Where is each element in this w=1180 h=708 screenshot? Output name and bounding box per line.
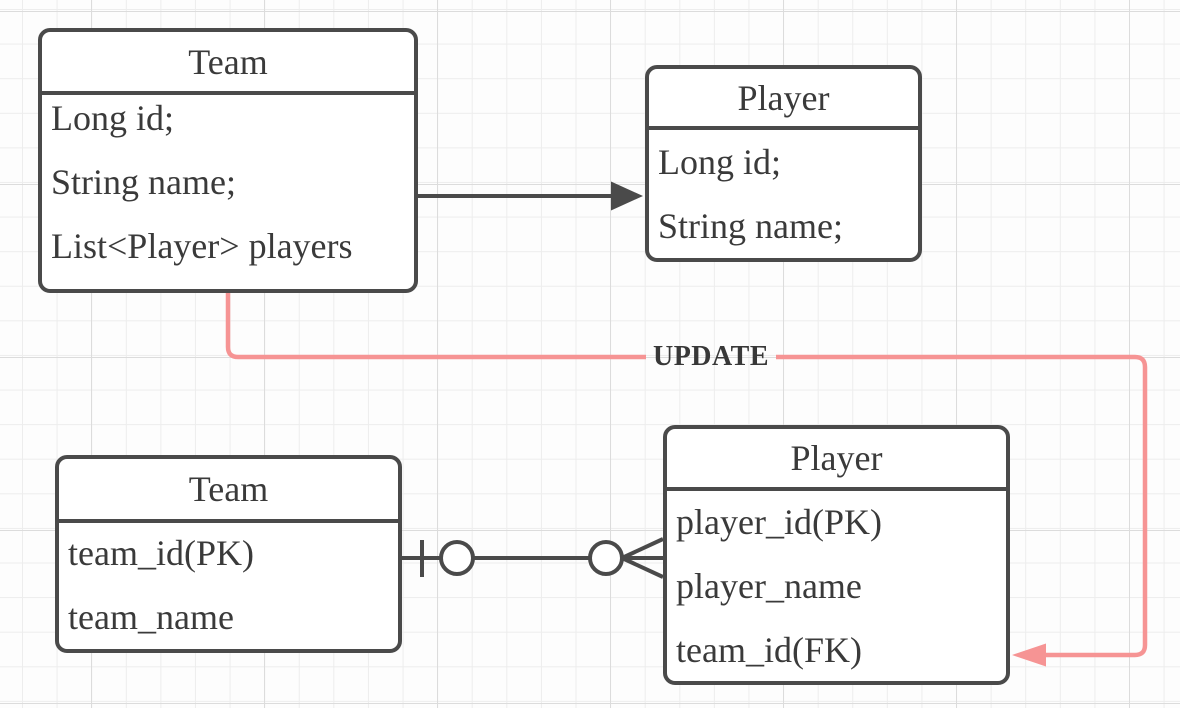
entity-field-list: team_id(PK) team_name <box>59 514 398 649</box>
update-flow-label[interactable]: UPDATE <box>652 341 770 372</box>
cardinality-zero-circle-icon <box>588 540 624 576</box>
entity-field-list: player_id(PK) player_name team_id(FK) <box>667 482 1006 682</box>
entity-player-table[interactable]: Player player_id(PK) player_name team_id… <box>663 425 1010 685</box>
entity-field: player_id(PK) <box>676 502 882 542</box>
crow-foot-icon <box>621 537 664 560</box>
cardinality-zero-circle-icon <box>439 540 475 576</box>
entity-title: Player <box>667 429 1006 491</box>
entity-title: Team <box>42 32 414 95</box>
entity-field-list: Long id; String name; List<Player> playe… <box>42 86 414 278</box>
entity-team-class[interactable]: Team Long id; String name; List<Player> … <box>38 28 418 293</box>
entity-title: Team <box>59 459 398 523</box>
one-to-many-connector[interactable] <box>402 537 664 579</box>
entity-field: String name; <box>658 206 843 246</box>
arrowhead-icon <box>611 181 643 211</box>
entity-field: Long id; <box>51 98 174 138</box>
class-association-connector[interactable] <box>418 181 643 211</box>
entity-team-table[interactable]: Team team_id(PK) team_name <box>55 455 402 653</box>
entity-title: Player <box>649 69 918 130</box>
entity-field: List<Player> players <box>51 226 353 266</box>
entity-field: player_name <box>676 566 862 606</box>
entity-field: team_id(FK) <box>676 630 862 670</box>
entity-field: team_id(PK) <box>68 533 254 573</box>
arrowhead-icon <box>1012 643 1046 667</box>
entity-field: Long id; <box>658 142 781 182</box>
entity-field: String name; <box>51 162 236 202</box>
entity-player-class[interactable]: Player Long id; String name; <box>645 65 922 262</box>
crow-foot-icon <box>621 556 664 579</box>
entity-field-list: Long id; String name; <box>649 121 918 258</box>
entity-field: team_name <box>68 597 234 637</box>
update-flow-connector[interactable] <box>225 293 1148 667</box>
